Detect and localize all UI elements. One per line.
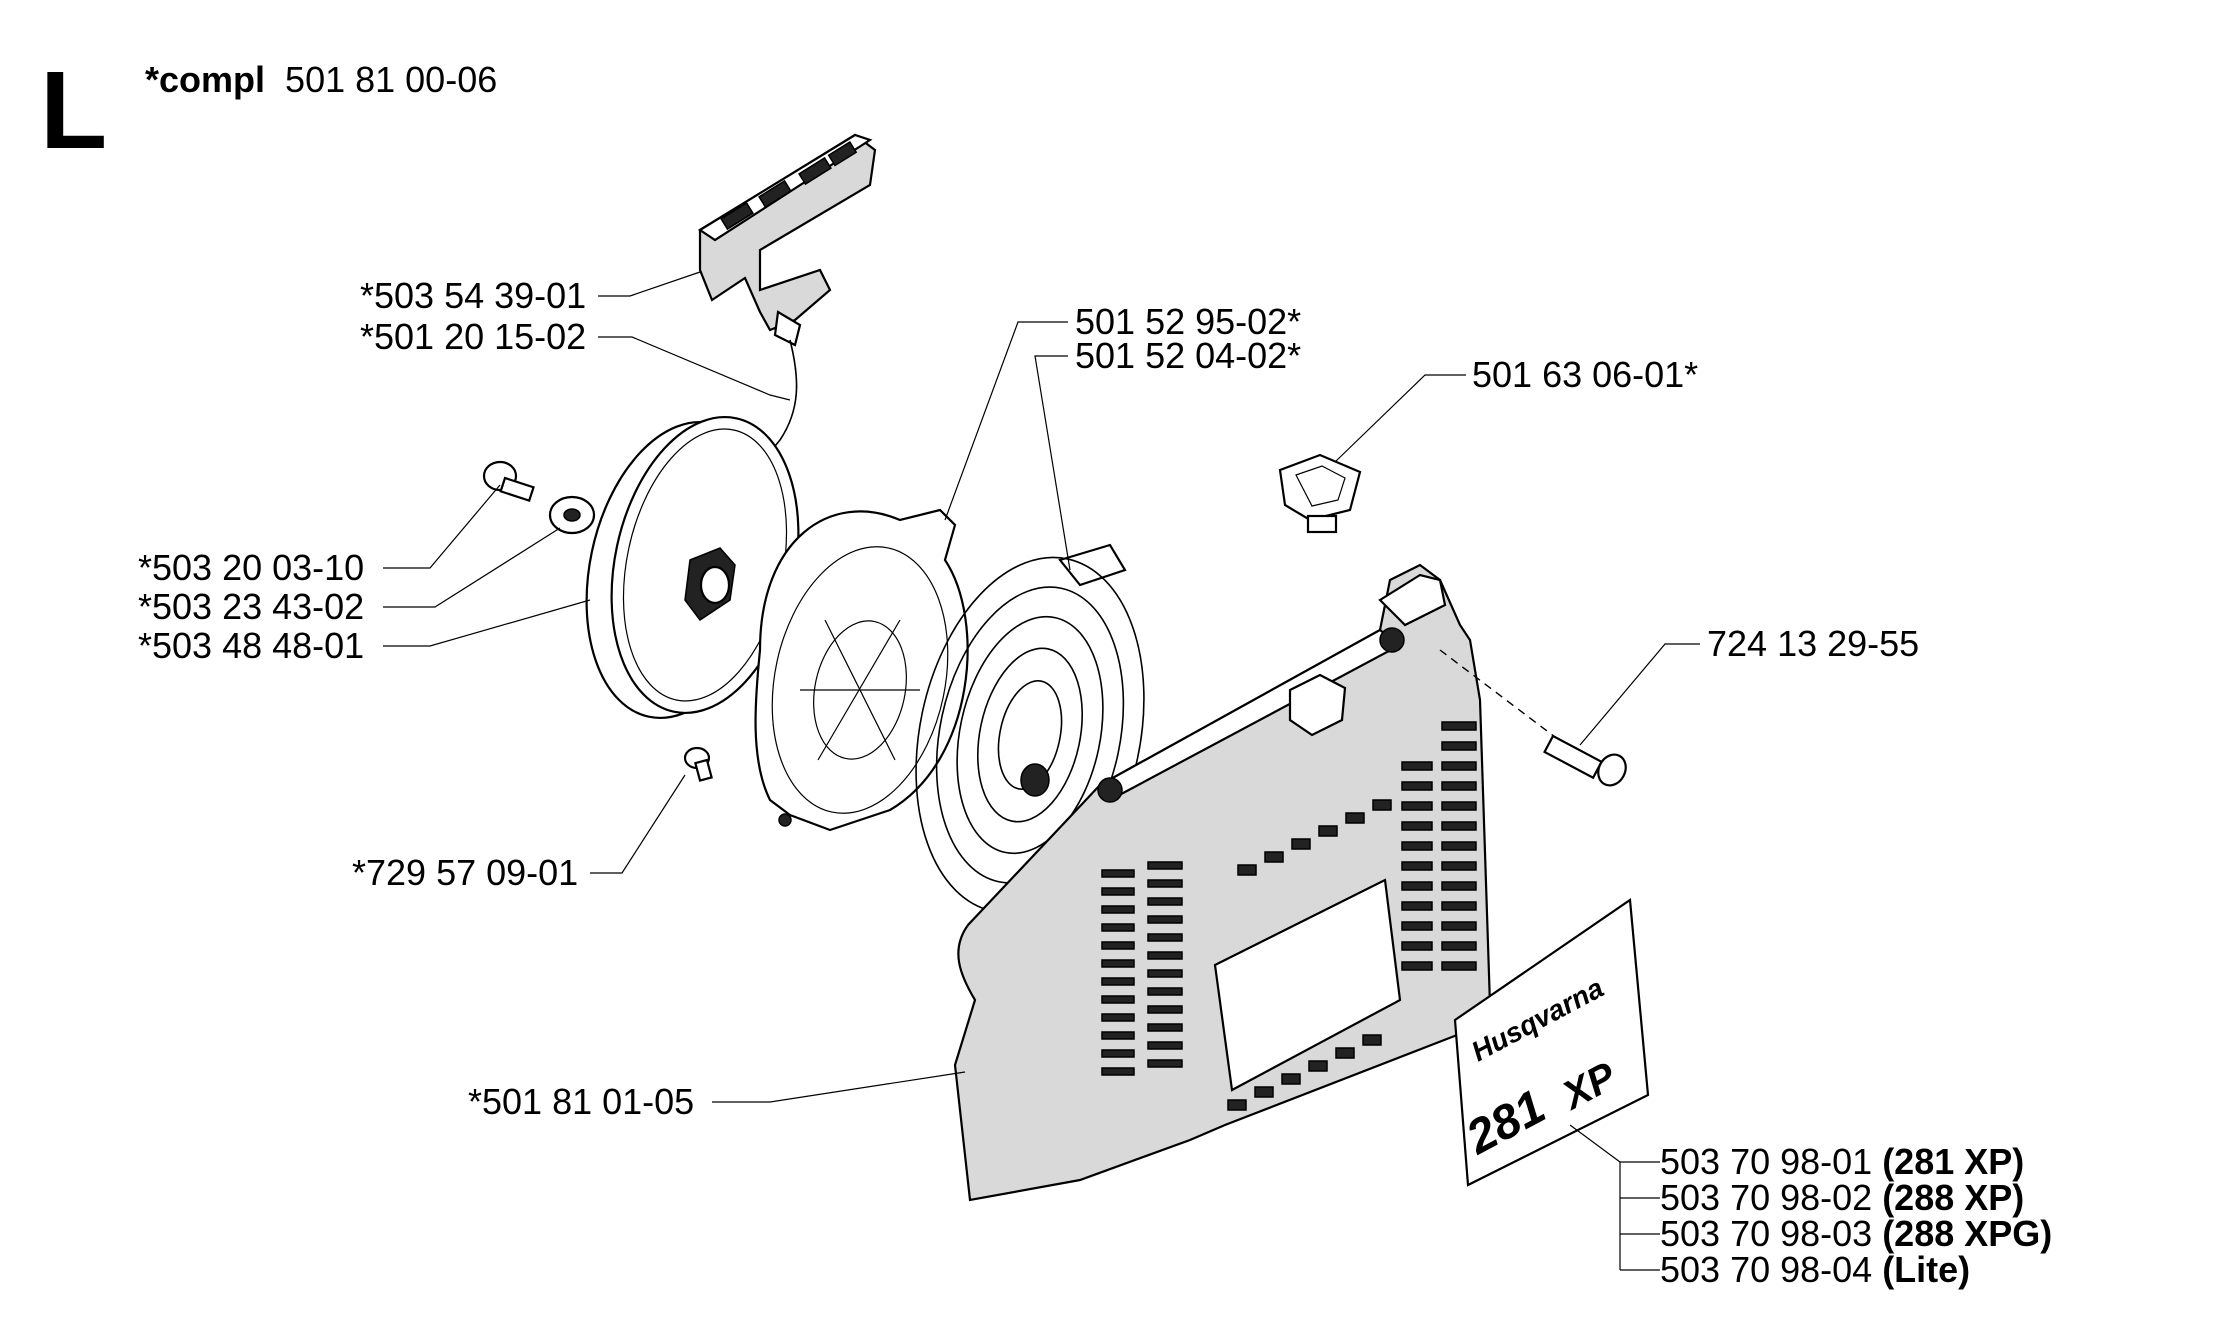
callout-decal-1: 503 70 98-01(281 XP) <box>1660 1141 2024 1182</box>
callout-cover-screw: 724 13 29-55 <box>1707 623 1919 664</box>
callout-spring-screw: *729 57 09-01 <box>352 852 578 893</box>
callout-rope: *501 20 15-02 <box>360 316 586 357</box>
callout-plug: 501 63 06-01* <box>1472 354 1698 395</box>
starter-pulley <box>585 415 800 720</box>
cover-screw <box>1439 649 1627 787</box>
callout-decal-4: 503 70 98-04(Lite) <box>1660 1249 1970 1290</box>
plug <box>1278 453 1362 534</box>
washer <box>548 495 596 535</box>
callout-spring-cassette: 501 52 95-02* <box>1075 301 1301 342</box>
starter-handle <box>697 133 877 347</box>
model-decal: Husqvarna 281 XP <box>1453 898 1650 1187</box>
callout-screw: *503 20 03-10 <box>138 547 364 588</box>
callout-spring: 501 52 04-02* <box>1075 335 1301 376</box>
kit-number: *compl 501 81 00-06 <box>145 59 497 100</box>
kit-part-number: 501 81 00-06 <box>285 59 497 100</box>
starter-cover <box>953 563 1492 1202</box>
callout-cover: *501 81 01-05 <box>468 1081 694 1122</box>
leader-lines <box>383 271 1700 1271</box>
callout-washer: *503 23 43-02 <box>138 586 364 627</box>
callout-decal-2: 503 70 98-02(288 XP) <box>1660 1177 2024 1218</box>
callout-decal-3: 503 70 98-03(288 XPG) <box>1660 1213 2052 1254</box>
callout-pulley: *503 48 48-01 <box>138 625 364 666</box>
kit-prefix: *compl <box>145 59 265 100</box>
pulley-screw <box>482 460 535 502</box>
callout-handle: *503 54 39-01 <box>360 275 586 316</box>
section-letter: L <box>40 49 107 172</box>
spring-cassette <box>754 508 969 832</box>
cassette-screw <box>683 746 713 782</box>
